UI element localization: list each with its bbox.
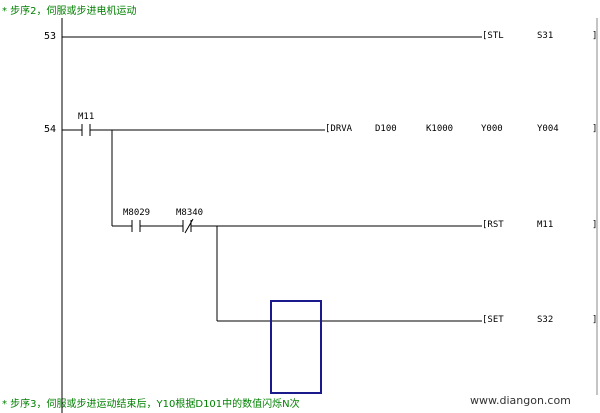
instr-rst-close: ] (592, 220, 598, 230)
instr-drva-op4[interactable]: Y004 (537, 124, 559, 134)
step-number-53: 53 (43, 31, 56, 42)
instr-drva-op2[interactable]: K1000 (426, 124, 454, 134)
contact-label-m11: M11 (78, 112, 95, 122)
instr-drva-op1[interactable]: D100 (375, 124, 397, 134)
contact-label-m8340: M8340 (176, 208, 204, 218)
selection-highlight (270, 300, 322, 394)
instr-set-close: ] (592, 315, 598, 325)
contact-m8340-nc-slash (184, 218, 194, 234)
instr-stl[interactable]: [STL (482, 31, 504, 41)
instr-set-operand[interactable]: S32 (537, 315, 554, 325)
instr-stl-operand[interactable]: S31 (537, 31, 554, 41)
comment-step2: * 步序2，伺服或步进电机运动 (2, 6, 137, 17)
watermark: www.diangon.com (470, 394, 571, 407)
instr-set[interactable]: [SET (482, 315, 504, 325)
instr-rst-operand[interactable]: M11 (537, 220, 554, 230)
instr-stl-close: ] (592, 31, 598, 41)
instr-rst[interactable]: [RST (482, 220, 504, 230)
instr-drva-op3[interactable]: Y000 (481, 124, 503, 134)
contact-label-m8029: M8029 (123, 208, 151, 218)
step-number-54: 54 (43, 124, 56, 135)
comment-step3: * 步序3，伺服或步进运动结束后，Y10根据D101中的数值闪烁N次 (2, 399, 300, 410)
instr-drva-close: ] (592, 124, 598, 134)
instr-drva[interactable]: [DRVA (325, 124, 353, 134)
